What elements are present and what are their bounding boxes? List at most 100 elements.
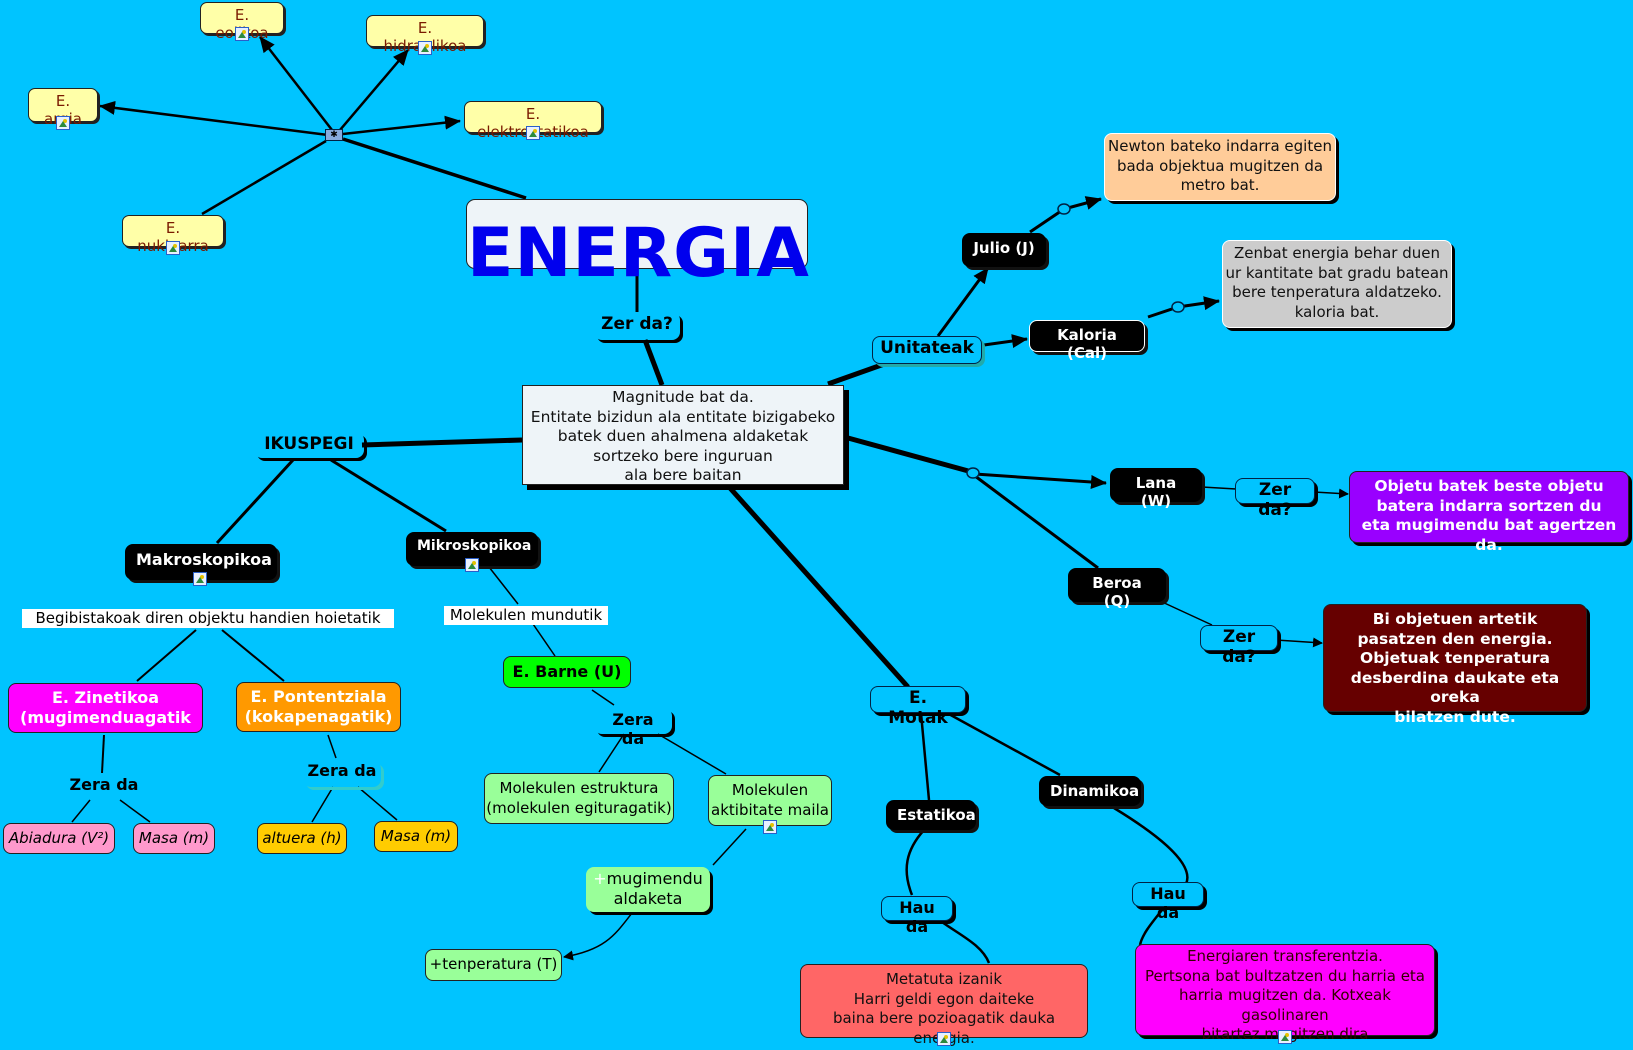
lana-definition[interactable]: Objetu batek beste objetu batera indarra… bbox=[1349, 471, 1629, 554]
mugimendu-node[interactable]: +mugimendu aldaketa bbox=[586, 867, 710, 912]
link-zera-masa1 bbox=[119, 799, 151, 823]
beroa-zerda-text: Zer da? bbox=[1222, 627, 1256, 668]
kaloria-node[interactable]: Kaloria (Cal) bbox=[1029, 320, 1145, 362]
ikuspegi-text: IKUSPEGI bbox=[264, 434, 354, 454]
image-attachment-icon[interactable] bbox=[235, 27, 249, 41]
mikro-link-text: Molekulen mundutik bbox=[449, 606, 603, 624]
image-attachment-icon[interactable] bbox=[418, 41, 432, 55]
lana-node[interactable]: Lana (W) bbox=[1110, 468, 1202, 510]
image-attachment-icon[interactable] bbox=[56, 116, 70, 130]
link-motak-dinamikoa bbox=[946, 711, 1061, 777]
masa2-node[interactable]: Masa (m) bbox=[374, 821, 458, 852]
beroa-text: Beroa (Q) bbox=[1092, 574, 1142, 610]
title-node[interactable]: ENERGIA bbox=[466, 199, 809, 289]
definition-text: Magnitude bat da. Entitate bizidun ala e… bbox=[530, 388, 836, 484]
link-motak-estatikoa bbox=[919, 712, 931, 801]
zinetikoa-node[interactable]: E. Zinetikoa (mugimenduagatik bbox=[8, 683, 203, 733]
ikuspegi-label[interactable]: IKUSPEGI bbox=[254, 432, 364, 458]
link-pont-zera bbox=[327, 734, 337, 759]
image-attachment-icon[interactable] bbox=[526, 126, 540, 140]
image-attachment-icon[interactable] bbox=[193, 572, 207, 586]
aktibitate-node[interactable]: Molekulen aktibitate maila bbox=[708, 775, 832, 826]
link-zerda-def bbox=[642, 339, 665, 386]
link-node-beroa bbox=[974, 474, 1099, 570]
image-attachment-icon[interactable] bbox=[937, 1032, 951, 1046]
masa1-node[interactable]: Masa (m) bbox=[133, 823, 215, 854]
estatikoa-hau-label[interactable]: Hau da bbox=[881, 896, 953, 936]
link-hub-eolikoa bbox=[259, 36, 333, 131]
estatikoa-definition[interactable]: Metatuta izanik Harri geldi egon daiteke… bbox=[800, 964, 1088, 1047]
link-zera-abiadura bbox=[71, 799, 91, 823]
link-zera-aktibitate bbox=[657, 733, 727, 775]
link-estatikoa-hau bbox=[905, 829, 925, 896]
link-hub-argia bbox=[99, 100, 329, 137]
masa1-text: Masa (m) bbox=[138, 829, 210, 847]
beroa-zerda-label[interactable]: Zer da? bbox=[1200, 625, 1278, 667]
link-def-unitateak bbox=[827, 359, 891, 387]
pontentziala-zera-label[interactable]: Zera da bbox=[303, 761, 381, 787]
tenperatura-node[interactable]: +tenperatura (T) bbox=[425, 949, 562, 981]
unitateak-label[interactable]: Unitateak bbox=[872, 336, 982, 364]
barne-zera-label[interactable]: Zera da bbox=[594, 708, 672, 748]
link-hub-elektroztatikoa bbox=[342, 115, 461, 136]
link-hub-hidraulikoa bbox=[339, 49, 409, 131]
julio-node[interactable]: Julio (J) bbox=[962, 233, 1046, 267]
estatikoa-node[interactable]: Estatikoa bbox=[886, 800, 976, 830]
link-node-lana bbox=[974, 472, 1107, 489]
julio-definition[interactable]: Newton bateko indarra egiten bada objekt… bbox=[1104, 133, 1336, 201]
link-lana-zerda bbox=[1201, 486, 1237, 490]
masa2-text: Masa (m) bbox=[380, 827, 452, 845]
link-makro-pont bbox=[221, 629, 285, 682]
estruktura-node[interactable]: Molekulen estruktura (molekulen egiturag… bbox=[484, 773, 674, 824]
lana-zerda-label[interactable]: Zer da? bbox=[1235, 478, 1315, 520]
lana-definition-text: Objetu batek beste objetu batera indarra… bbox=[1361, 477, 1617, 554]
link-def-ikuspegi bbox=[361, 437, 523, 448]
link-hub-energia bbox=[342, 137, 527, 200]
lana-text: Lana (W) bbox=[1135, 474, 1177, 510]
image-attachment-icon[interactable] bbox=[763, 820, 777, 834]
link-makro-linklabel bbox=[136, 629, 197, 682]
beroa-node[interactable]: Beroa (Q) bbox=[1068, 568, 1166, 610]
kaloria-definition[interactable]: Zenbat energia behar duen ur kantitate b… bbox=[1222, 240, 1452, 328]
motak-label[interactable]: E. Motak bbox=[870, 686, 966, 728]
estruktura-text: Molekulen estruktura (molekulen egiturag… bbox=[486, 779, 672, 817]
pontentziala-node[interactable]: E. Pontentziala (kokapenagatik) bbox=[236, 682, 401, 732]
julio-definition-text: Newton bateko indarra egiten bada objekt… bbox=[1108, 137, 1332, 194]
makro-link-text: Begibistakoak diren objektu handien hoie… bbox=[35, 609, 381, 627]
source-hidraulikoa[interactable]: E. hidraulikoa bbox=[366, 15, 484, 55]
image-attachment-icon[interactable] bbox=[166, 241, 180, 255]
pontentziala-zera-text: Zera da bbox=[307, 761, 377, 780]
zinetikoa-zera-label[interactable]: Zera da bbox=[60, 775, 148, 799]
unitateak-text: Unitateak bbox=[880, 338, 974, 358]
link-ikuspegi-makro bbox=[215, 458, 295, 545]
beroa-definition[interactable]: Bi objetuen artetik pasatzen den energia… bbox=[1323, 604, 1587, 726]
estatikoa-text: Estatikoa bbox=[897, 806, 976, 824]
dinamikoa-node[interactable]: Dinamikoa bbox=[1039, 776, 1141, 806]
aktibitate-text: Molekulen aktibitate maila bbox=[711, 781, 829, 819]
zinetikoa-zera-text: Zera da bbox=[69, 775, 139, 794]
barne-node[interactable]: E. Barne (U) bbox=[503, 656, 631, 688]
estatikoa-definition-text: Metatuta izanik Harri geldi egon daiteke… bbox=[832, 970, 1056, 1047]
barne-text: E. Barne (U) bbox=[512, 662, 622, 681]
dinamikoa-definition[interactable]: Energiaren transferentzia. Pertsona bat … bbox=[1135, 944, 1435, 1043]
estatikoa-hau-text: Hau da bbox=[899, 898, 935, 937]
center-zerda-label[interactable]: Zer da? bbox=[594, 312, 680, 340]
link-lana-zerda-def bbox=[1313, 488, 1349, 499]
link-def-node bbox=[847, 435, 973, 475]
dinamikoa-text: Dinamikoa bbox=[1050, 782, 1140, 800]
image-attachment-icon[interactable] bbox=[1278, 1030, 1292, 1044]
dinamikoa-hau-label[interactable]: Hau da bbox=[1132, 882, 1204, 922]
link-aktibitate-mugimendu bbox=[712, 828, 747, 866]
image-attachment-icon[interactable] bbox=[465, 558, 479, 572]
julio-text: Julio (J) bbox=[973, 239, 1035, 257]
kaloria-text: Kaloria (Cal) bbox=[1057, 326, 1117, 362]
link-beroa-zerda-def bbox=[1275, 637, 1323, 648]
altuera-text: altuera (h) bbox=[262, 829, 342, 847]
definition-node[interactable]: Magnitude bat da. Entitate bizidun ala e… bbox=[522, 385, 844, 485]
link-beroa-zerda bbox=[1159, 600, 1213, 626]
altuera-node[interactable]: altuera (h) bbox=[257, 823, 347, 854]
abiadura-node[interactable]: Abiadura (V²) bbox=[3, 823, 115, 854]
lana-zerda-text: Zer da? bbox=[1258, 480, 1292, 521]
sources-hub-icon[interactable]: ✱ bbox=[325, 129, 343, 141]
